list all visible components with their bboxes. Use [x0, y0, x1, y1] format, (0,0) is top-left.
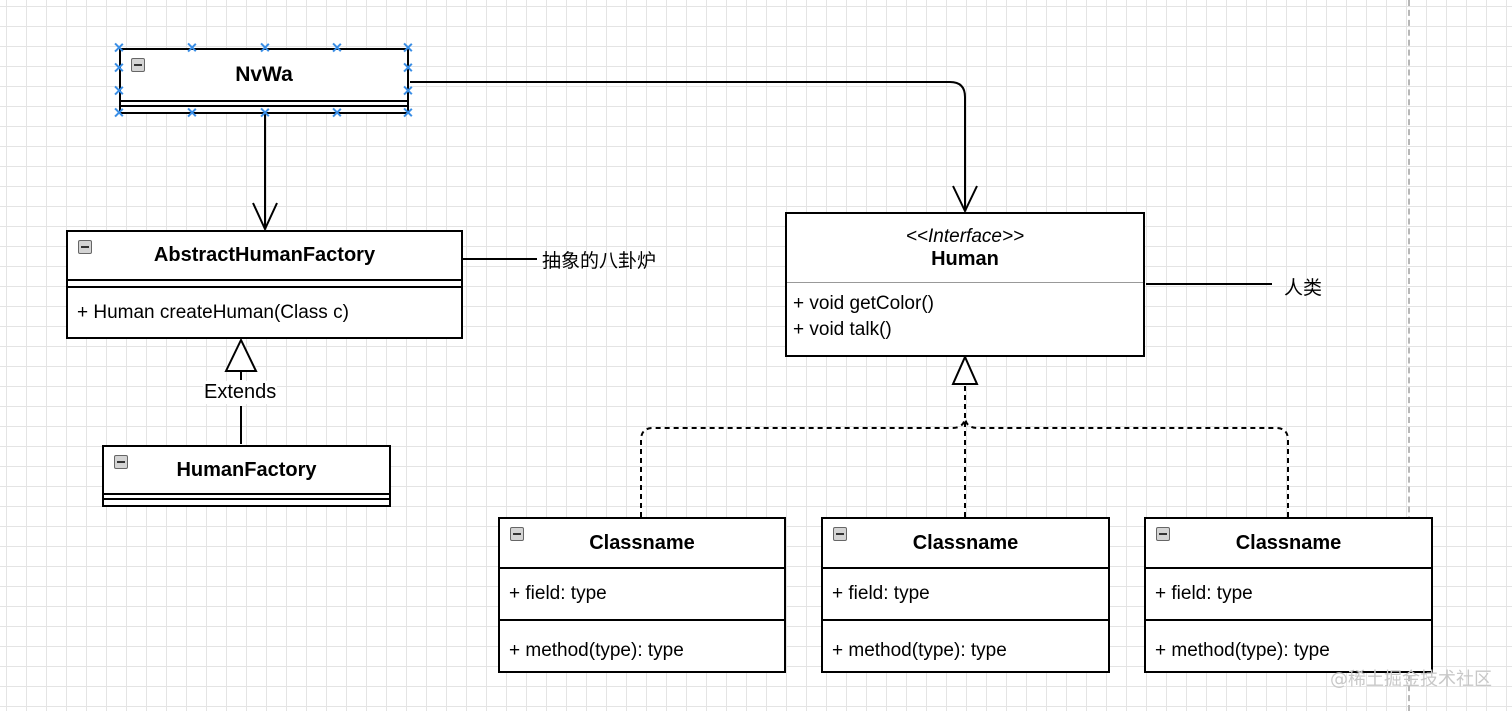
collapse-icon[interactable] [114, 455, 128, 469]
abstract-human-factory-attributes-section [68, 279, 461, 286]
classname-box-2[interactable]: Classname + field: type + method(type): … [821, 517, 1110, 673]
human-stereotype: <<Interface>> [905, 225, 1025, 247]
classname-box-3[interactable]: Classname + field: type + method(type): … [1144, 517, 1433, 673]
nvwa-to-human-arrow[interactable] [410, 81, 966, 211]
collapse-icon[interactable] [1156, 527, 1170, 541]
abstract-human-factory-title: AbstractHumanFactory [153, 244, 376, 266]
page-boundary-divider [1408, 0, 1410, 711]
selection-handle-ne[interactable] [403, 43, 412, 52]
nvwa-methods-section [121, 105, 407, 110]
classname-field: + field: type [500, 567, 784, 619]
nvwa-title: NvWa [235, 63, 293, 86]
selection-handle-se[interactable] [403, 108, 412, 117]
selection-handle-w1[interactable] [114, 63, 123, 72]
watermark: @稀土掘金技术社区 [1330, 669, 1492, 690]
human-method-get-color: + void getColor() [793, 293, 934, 314]
selection-handle-n3[interactable] [332, 43, 341, 52]
selection-handle-n2[interactable] [260, 43, 269, 52]
selection-handle-s1[interactable] [187, 108, 196, 117]
collapse-icon[interactable] [510, 527, 524, 541]
classname-title: Classname [1235, 531, 1342, 554]
human-factory-methods-section [104, 498, 389, 503]
classname-box-1[interactable]: Classname + field: type + method(type): … [498, 517, 786, 673]
classname-title: Classname [589, 531, 695, 554]
selection-handle-s3[interactable] [332, 108, 341, 117]
selection-handle-nw[interactable] [114, 43, 123, 52]
selection-handle-s2[interactable] [260, 108, 269, 117]
abstract-human-factory-method: + Human createHuman(Class c) [68, 286, 461, 337]
human-method-talk: + void talk() [793, 319, 892, 340]
human-factory-class-box[interactable]: HumanFactory [102, 445, 391, 507]
collapse-icon[interactable] [131, 58, 145, 72]
extends-triangle-head [224, 337, 258, 372]
realization-line-right[interactable] [964, 415, 1289, 517]
selection-handle-w2[interactable] [114, 86, 123, 95]
classname-title: Classname [912, 531, 1019, 554]
collapse-icon[interactable] [78, 240, 92, 254]
realization-line-left[interactable] [640, 415, 966, 517]
human-factory-attributes-section [104, 493, 389, 498]
abstract-factory-note-label[interactable]: 抽象的八卦炉 [542, 250, 657, 272]
realization-triangle-head [951, 354, 979, 385]
selection-handle-e2[interactable] [403, 86, 412, 95]
selection-handle-n1[interactable] [187, 43, 196, 52]
human-title: Human [931, 247, 999, 270]
human-note-label[interactable]: 人类 [1284, 277, 1323, 299]
selection-handle-sw[interactable] [114, 108, 123, 117]
classname-method: + method(type): type [500, 619, 784, 671]
human-factory-title: HumanFactory [176, 458, 317, 481]
collapse-icon[interactable] [833, 527, 847, 541]
classname-field: + field: type [1146, 567, 1431, 619]
classname-method: + method(type): type [1146, 619, 1431, 671]
extends-label[interactable]: Extends [203, 381, 278, 404]
abstract-human-factory-class-box[interactable]: AbstractHumanFactory + Human createHuman… [66, 230, 463, 339]
nvwa-to-human-arrowhead [952, 185, 978, 214]
nvwa-attributes-section [121, 100, 407, 105]
classname-field: + field: type [823, 567, 1108, 619]
nvwa-to-abstract-factory-arrowhead [252, 202, 278, 232]
nvwa-class-box[interactable]: NvWa [119, 48, 409, 114]
human-interface-box[interactable]: <<Interface>> Human + void getColor() + … [785, 212, 1145, 357]
selection-handle-e1[interactable] [403, 63, 412, 72]
classname-method: + method(type): type [823, 619, 1108, 671]
